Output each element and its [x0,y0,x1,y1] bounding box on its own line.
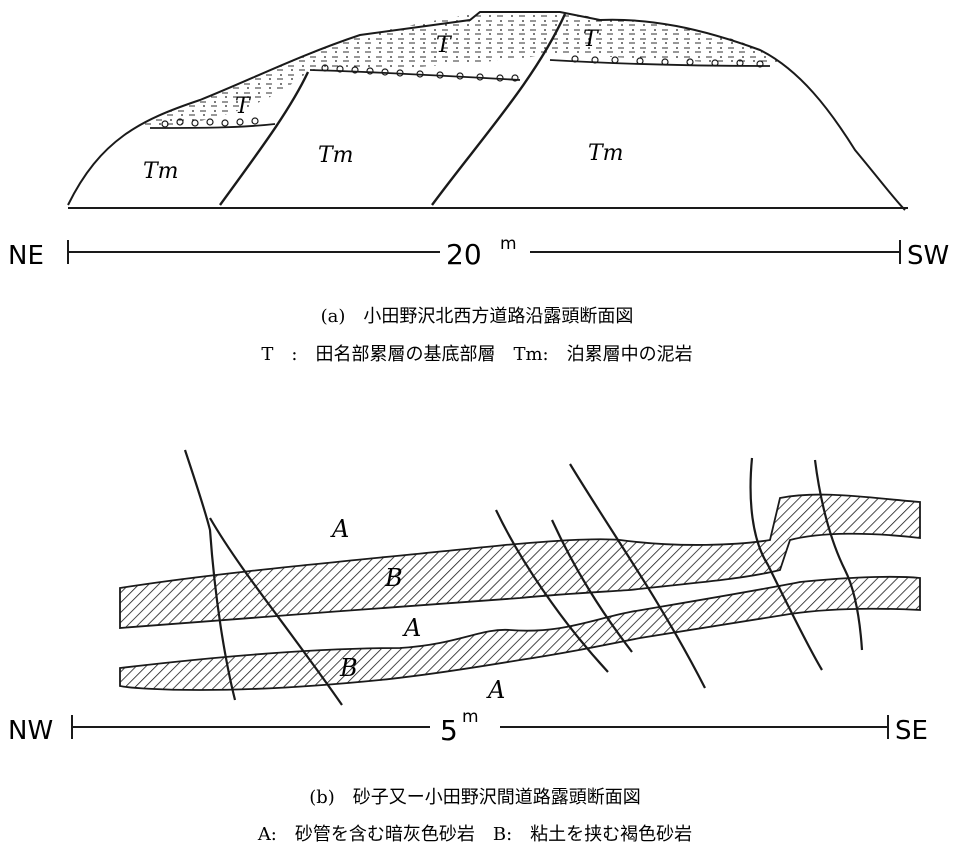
figure-b-outcrop [119,449,921,706]
fault-line-2 [431,13,567,206]
scale-bar-b [71,715,889,739]
scale-b-unit: m [462,707,479,727]
fault-b-3 [495,509,609,673]
scale-bar-a [67,240,901,264]
label-t-1: T [235,94,252,119]
fault-b-6 [749,457,823,671]
label-t-2: T [436,33,453,58]
scale-a-left-label: NE [8,241,44,271]
caption-a: (a) 小田野沢北西方道路沿露頭断面図 [321,306,634,327]
outcrop-profile [67,11,906,211]
label-b-2: B [339,654,358,682]
pebble-row [161,55,764,128]
scale-b-left-label: NW [8,716,53,746]
scale-a-value: 20 [446,238,482,271]
fault-b-7 [813,459,864,651]
legend-b: A: 砂管を含む暗灰色砂岩 B: 粘土を挟む褐色砂岩 [257,824,692,845]
b-bed-upper [119,493,921,629]
legend-a: T : 田名部累層の基底部層 Tm: 泊累層中の泥岩 [261,344,692,365]
fault-line-1 [219,71,310,206]
label-a-3: A [486,676,505,704]
label-b-1: B [384,564,403,592]
label-t-3: T [583,27,600,52]
label-tm-2: Tm [318,143,354,168]
b-bed-lower [119,575,921,691]
fault-b-2 [209,517,343,706]
caption-b: (b) 砂子又ー小田野沢間道路露頭断面図 [309,787,641,808]
label-a-1: A [330,515,349,543]
label-a-2: A [402,614,421,642]
scale-b-right-label: SE [895,716,928,746]
label-tm-1: Tm [143,159,179,184]
fault-b-4 [551,519,633,653]
label-tm-3: Tm [588,141,624,166]
scale-a-unit: m [500,234,517,254]
fault-b-1 [183,449,237,701]
scale-a-right-label: SW [907,241,949,271]
layer-t-fill [68,12,905,130]
scale-b-value: 5 [440,714,458,747]
fault-b-5 [569,463,706,689]
